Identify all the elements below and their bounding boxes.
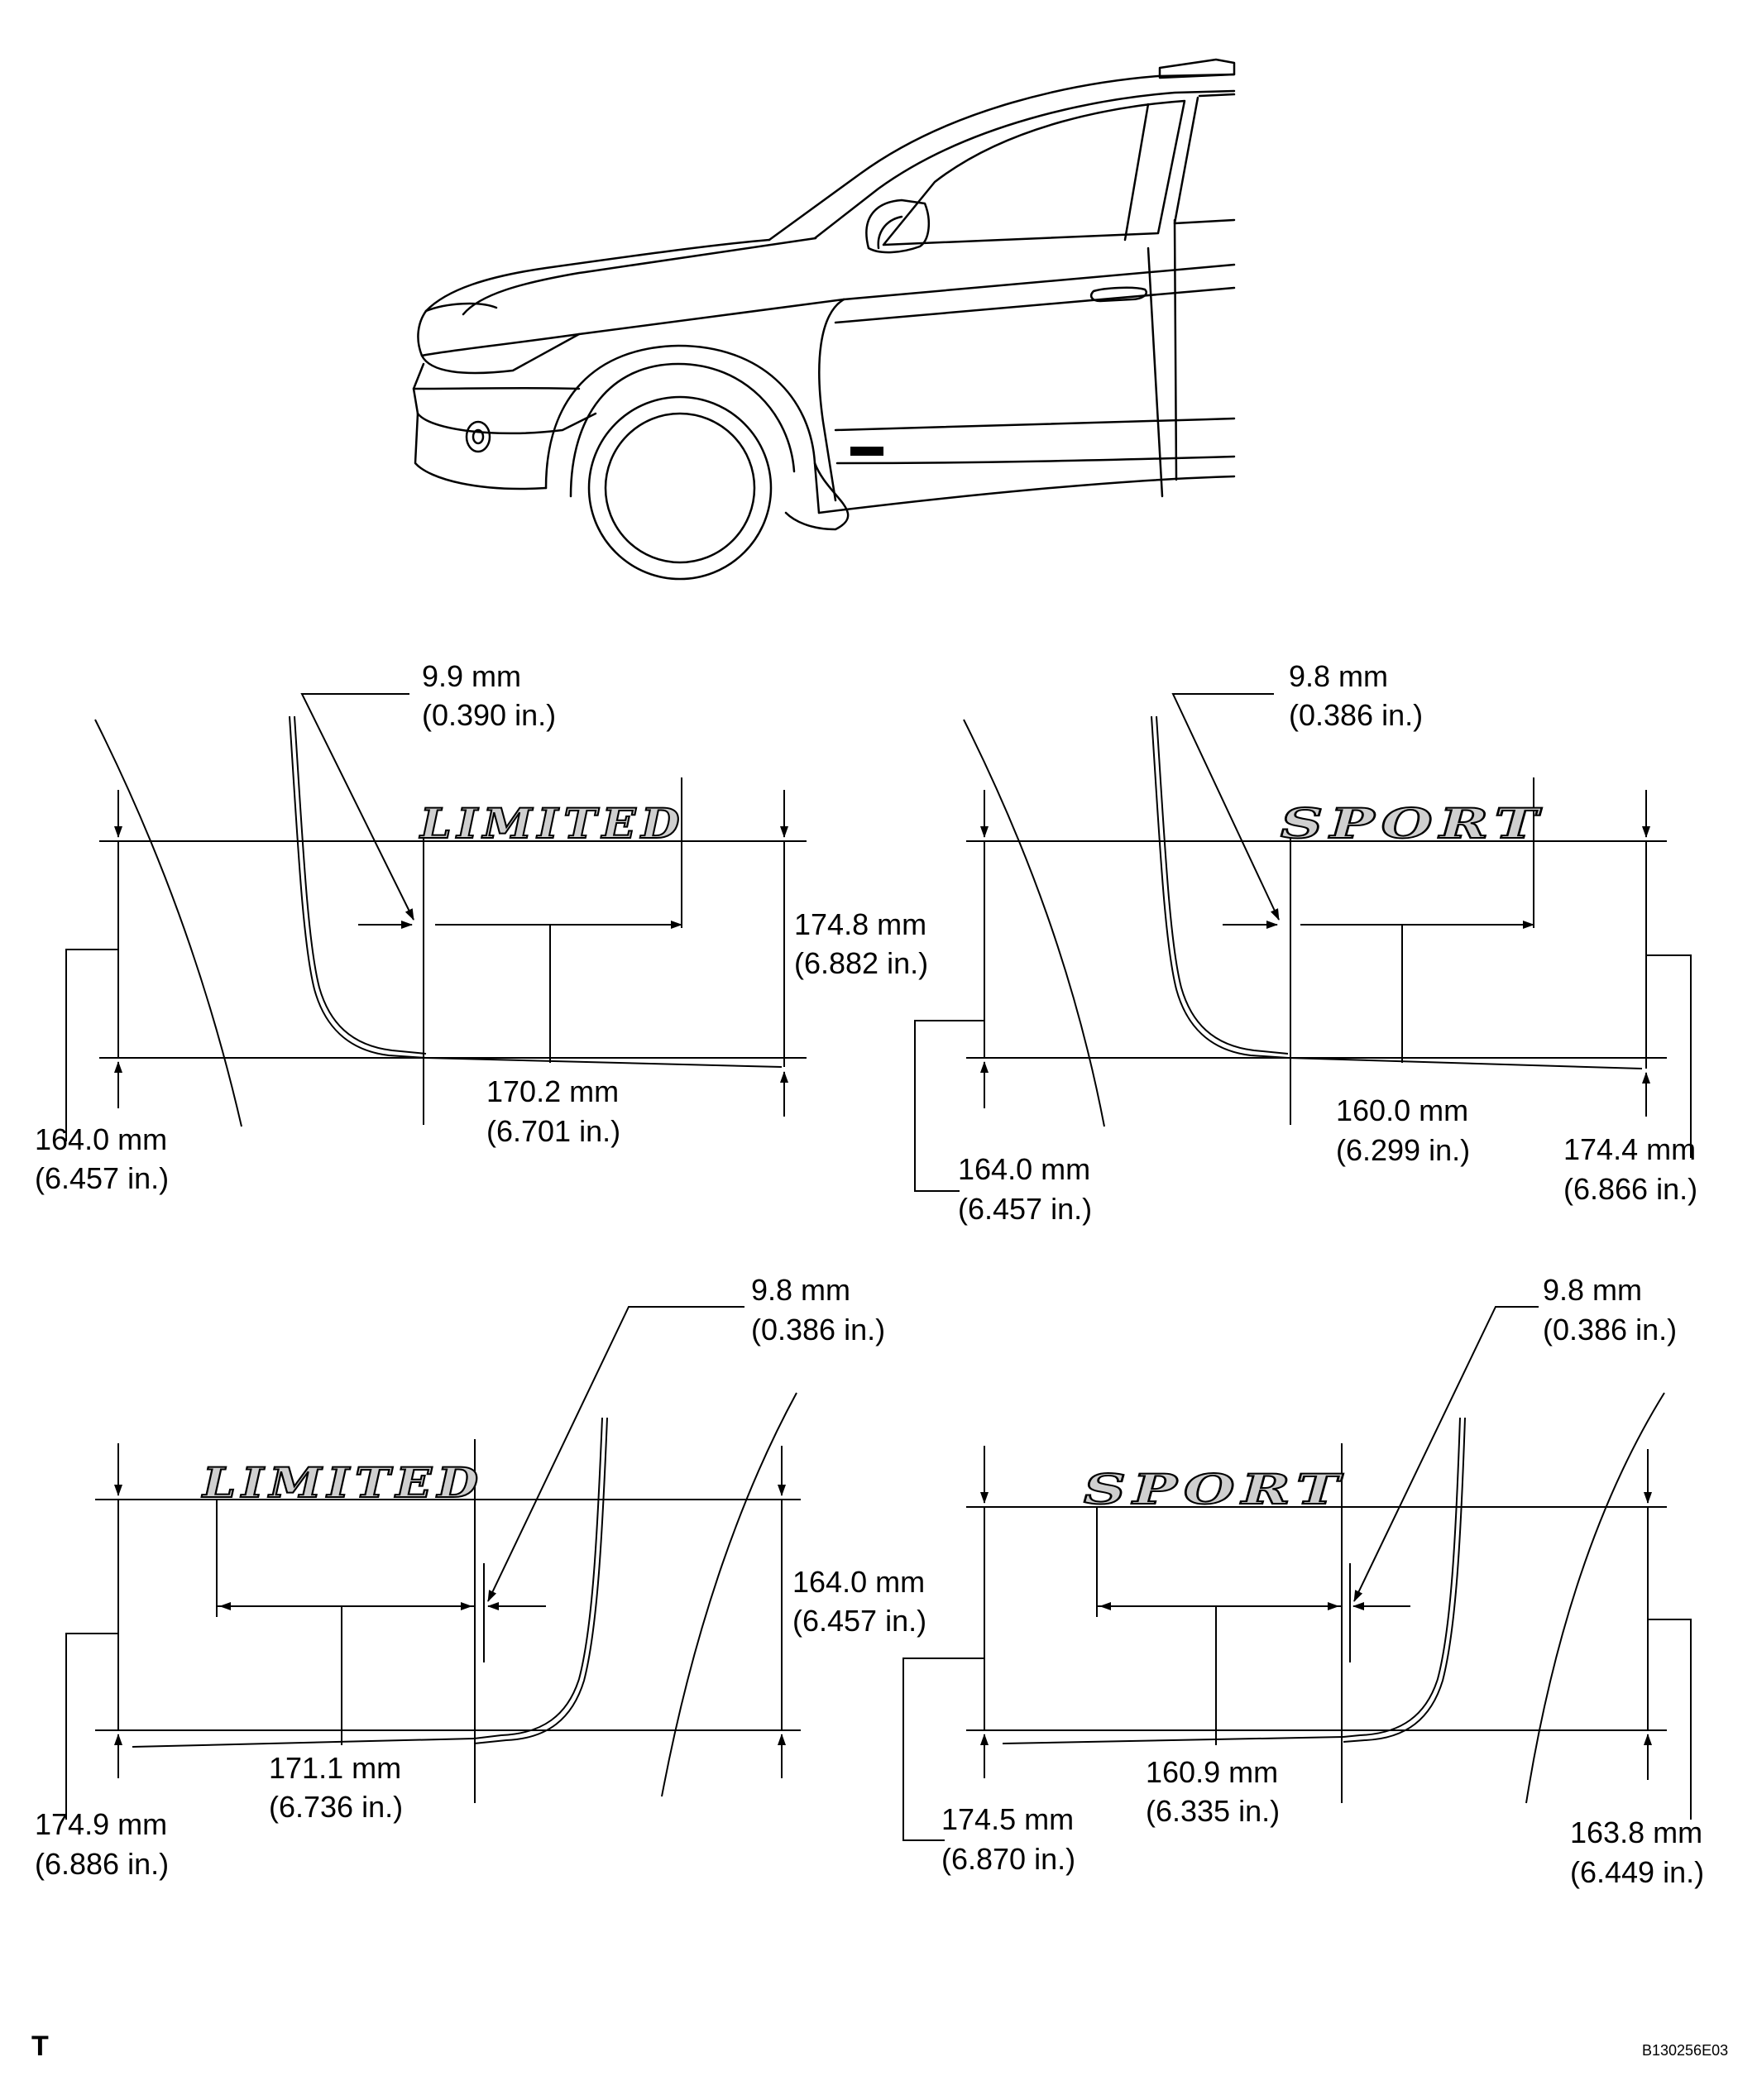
dimension-labels-panel-1: 9.9 mm (0.390 in.) 174.8 mm (6.882 in.) … (35, 659, 928, 1195)
height-left-in-label: (6.886 in.) (35, 1847, 169, 1881)
width-mm-label: 160.9 mm (1146, 1755, 1278, 1789)
width-mm-label: 171.1 mm (269, 1751, 401, 1785)
emblem-location-mark (850, 447, 883, 456)
width-in-label: (6.335 in.) (1146, 1794, 1280, 1828)
height-right-in-label: (6.866 in.) (1563, 1172, 1697, 1206)
width-in-label: (6.299 in.) (1336, 1133, 1470, 1167)
height-right-in-label: (6.457 in.) (792, 1604, 926, 1638)
badge-sport: SPORT (1084, 1465, 1347, 1514)
gap-in-label: (0.386 in.) (1543, 1313, 1677, 1347)
height-right-in-label: (6.882 in.) (794, 946, 928, 980)
height-left-mm-label: 164.0 mm (35, 1122, 167, 1156)
width-in-label: (6.701 in.) (486, 1114, 620, 1148)
gap-mm-label: 9.8 mm (1543, 1273, 1642, 1307)
vehicle-illustration (412, 58, 1236, 581)
height-left-in-label: (6.457 in.) (958, 1192, 1092, 1226)
height-right-mm-label: 174.4 mm (1563, 1132, 1696, 1166)
corner-mark: T (31, 2031, 49, 2062)
dimension-labels-panel-2: 9.8 mm (0.386 in.) 160.0 mm (6.299 in.) … (958, 659, 1697, 1226)
panel-limited-left (65, 693, 807, 1141)
badge-limited: LIMITED (419, 799, 685, 848)
height-left-mm-label: 164.0 mm (958, 1152, 1090, 1186)
height-right-mm-label: 163.8 mm (1570, 1815, 1702, 1849)
height-right-mm-label: 164.0 mm (792, 1565, 925, 1599)
panel-sport-right (902, 1306, 1692, 1841)
badge-sport: SPORT (1281, 799, 1545, 848)
height-left-in-label: (6.870 in.) (941, 1842, 1075, 1876)
dimension-labels-panel-3: 9.8 mm (0.386 in.) 164.0 mm (6.457 in.) … (35, 1273, 926, 1881)
dimension-labels-panel-4: 9.8 mm (0.386 in.) 160.9 mm (6.335 in.) … (941, 1273, 1704, 1889)
height-right-mm-label: 174.8 mm (794, 907, 926, 941)
gap-mm-label: 9.9 mm (422, 659, 521, 693)
width-mm-label: 170.2 mm (486, 1074, 619, 1108)
width-in-label: (6.736 in.) (269, 1790, 403, 1824)
height-left-in-label: (6.457 in.) (35, 1161, 169, 1195)
panel-sport-left (914, 693, 1692, 1192)
height-right-in-label: (6.449 in.) (1570, 1855, 1704, 1889)
width-mm-label: 160.0 mm (1336, 1093, 1468, 1127)
badge-limited: LIMITED (201, 1458, 484, 1507)
panel-limited-right (65, 1306, 801, 1820)
figure-code: B130256E03 (1642, 2042, 1728, 2059)
gap-in-label: (0.386 in.) (1289, 698, 1423, 732)
gap-mm-label: 9.8 mm (751, 1273, 850, 1307)
height-left-mm-label: 174.5 mm (941, 1802, 1074, 1836)
gap-in-label: (0.390 in.) (422, 698, 556, 732)
height-left-mm-label: 174.9 mm (35, 1807, 167, 1841)
gap-mm-label: 9.8 mm (1289, 659, 1388, 693)
gap-in-label: (0.386 in.) (751, 1313, 885, 1347)
